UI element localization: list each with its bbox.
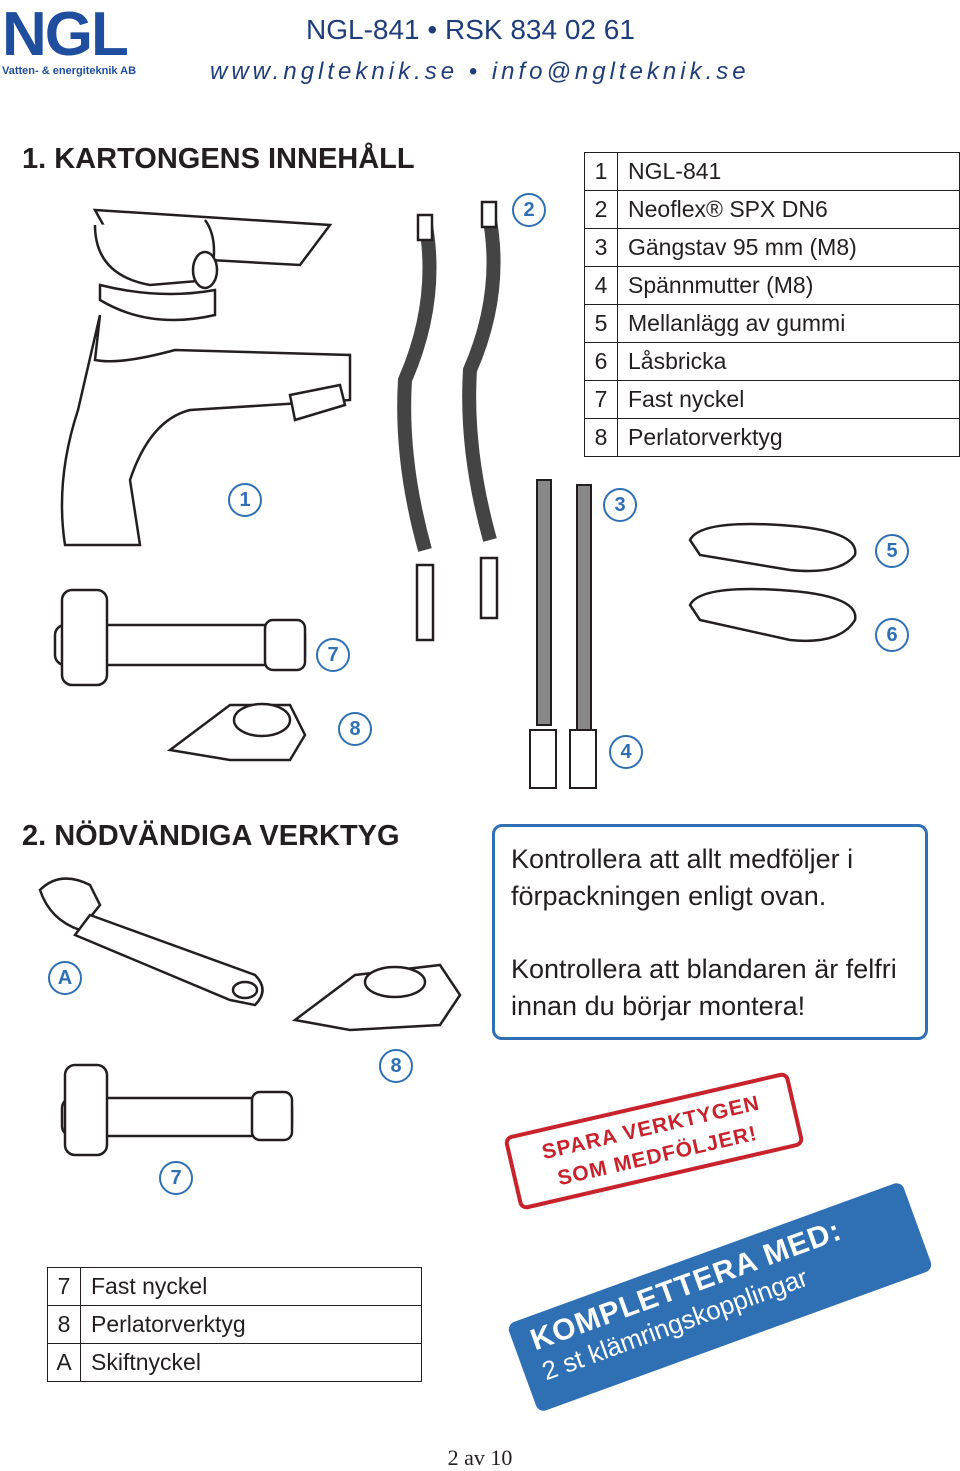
threaded-rods-drawing bbox=[529, 479, 597, 789]
parts-illustration bbox=[53, 200, 857, 789]
document-title: NGL-841 • RSK 834 02 61 bbox=[306, 14, 635, 45]
aerator-tool-drawing bbox=[166, 702, 307, 762]
fixed-key-drawing-2 bbox=[60, 1063, 294, 1157]
callout-5: 5 bbox=[875, 534, 909, 568]
aerator-tool-drawing-2 bbox=[291, 963, 462, 1032]
logo-main: NGL bbox=[2, 0, 129, 69]
callout-8-tools: 8 bbox=[379, 1049, 413, 1083]
callout-7-tools: 7 bbox=[159, 1161, 193, 1195]
callout-3: 3 bbox=[603, 488, 637, 522]
complement-banner: KOMPLETTERA MED: 2 st klämringskopplinga… bbox=[506, 1181, 934, 1413]
tools-illustration bbox=[38, 877, 462, 1157]
callout-7: 7 bbox=[316, 638, 350, 672]
section1-heading: 1. KARTONGENS INNEHÅLL bbox=[22, 143, 415, 175]
callout-2: 2 bbox=[512, 193, 546, 227]
save-tools-stamp: SPARA VERKTYGEN SOM MEDFÖLJER! bbox=[503, 1071, 805, 1211]
adjustable-wrench-drawing bbox=[38, 877, 264, 1007]
section2-heading: 2. NÖDVÄNDIGA VERKTYG bbox=[22, 820, 400, 852]
page-number: 2 av 10 bbox=[447, 1445, 513, 1470]
faucet-drawing bbox=[60, 208, 352, 547]
fixed-key-drawing bbox=[53, 588, 307, 687]
check-notice-box: Kontrollera att allt medföljer i förpack… bbox=[492, 824, 928, 1040]
hoses-drawing bbox=[397, 200, 501, 642]
company-logo: NGL Vatten- & energiteknik AB bbox=[2, 0, 152, 84]
callout-4: 4 bbox=[609, 735, 643, 769]
callout-8: 8 bbox=[338, 712, 372, 746]
notice-text-2: Kontrollera att blandaren är felfri inna… bbox=[511, 954, 897, 1021]
contact-line: www.nglteknik.se • info@nglteknik.se bbox=[210, 58, 750, 85]
logo-sub: Vatten- & energiteknik AB bbox=[2, 65, 137, 77]
notice-text-1: Kontrollera att allt medföljer i förpack… bbox=[511, 844, 854, 911]
washers-drawing bbox=[688, 522, 857, 642]
callout-A: A bbox=[48, 961, 82, 995]
callout-1: 1 bbox=[228, 483, 262, 517]
callout-6: 6 bbox=[875, 618, 909, 652]
